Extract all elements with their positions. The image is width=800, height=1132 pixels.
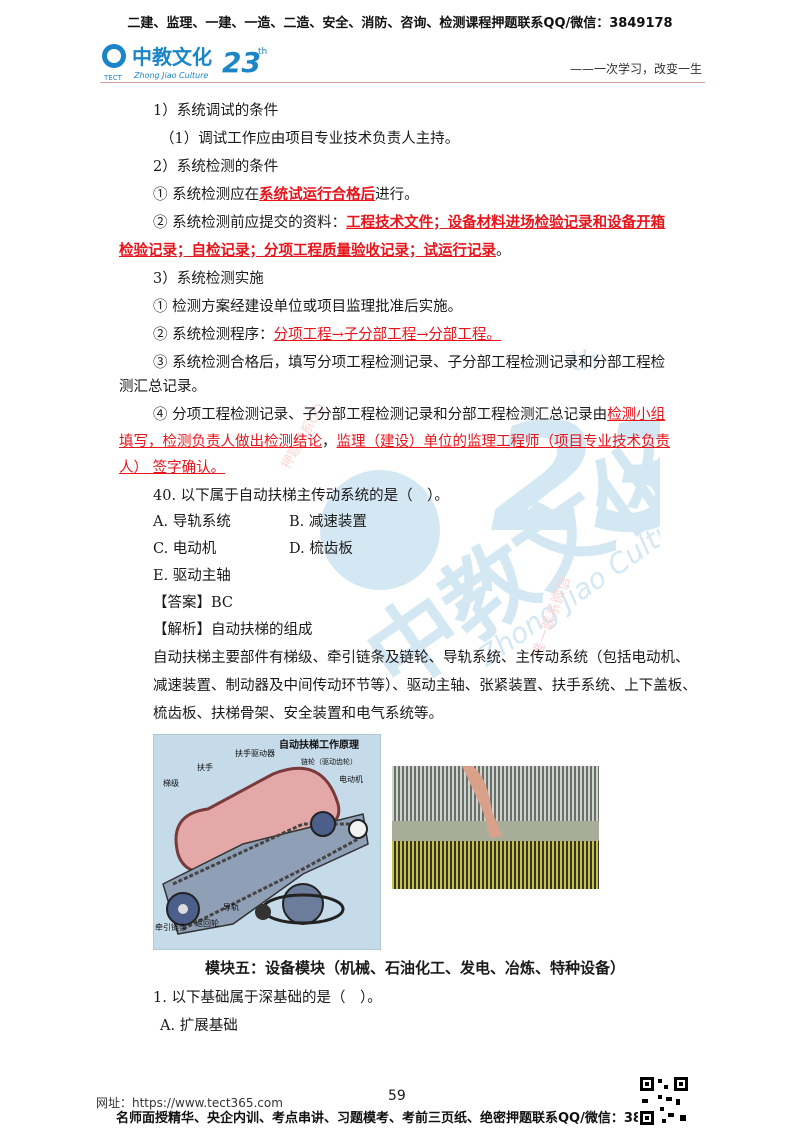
question-1-option-a: A. 扩展基础 [160,1018,238,1034]
svg-text:23: 23 [222,46,261,79]
question-1: 1. 以下基础属于深基础的是（ ）。 [153,990,382,1006]
analysis-paragraph-2: 减速装置、制动器及中间传动环节等）、驱动主轴、张紧装置、扶手系统、上下盖板、 [153,678,697,694]
svg-text:电动机: 电动机 [339,774,363,784]
impl-step-1: ① 检测方案经建设单位或项目监理批准后实施。 [153,299,463,315]
footer-url[interactable]: 网址：https://www.tect365.com [96,1096,283,1110]
escalator-diagram: 自动扶梯工作原理 扶手驱动器 扶手 梯级 链轮（驱动齿轮） 电动机 牵引链条 返… [152,733,382,951]
footer-contact: 名师面授精华、央企内训、考点串讲、习题模考、考前三页纸、绝密押题联系QQ/微信：… [116,1111,688,1126]
analysis-paragraph-3: 梳齿板、扶梯骨架、安全装置和电气系统等。 [153,706,443,722]
impl-step-2: ② 系统检测程序：分项工程→子分部工程→分部工程。 [153,327,501,343]
option-e: E. 驱动主轴 [153,568,231,584]
header-divider [100,82,705,83]
option-c: C. 电动机 [153,541,217,557]
svg-text:梯级: 梯级 [163,778,179,788]
svg-text:导轨: 导轨 [223,902,239,912]
svg-text:扶手: 扶手 [197,762,213,772]
svg-text:TECT: TECT [103,74,123,82]
analysis: 【解析】自动扶梯的组成 [153,622,313,638]
slogan: ——一次学习，改变一生 [570,62,703,76]
question-40: 40. 以下属于自动扶梯主传动系统的是（ ）。 [153,488,449,504]
qr-code-icon [638,1075,690,1127]
option-a: A. 导轨系统 [153,514,231,530]
svg-text:返回轮: 返回轮 [195,918,219,928]
debug-condition-1: （1）调试工作应由项目专业技术负责人主持。 [160,131,460,147]
svg-text:Zhong Jiao Culture: Zhong Jiao Culture [133,71,208,80]
svg-text:唯一联系微信: 唯一联系微信 [530,574,574,658]
detect-condition-2-cont: 检验记录；自检记录；分项工程质量验收记录；试运行记录。 [119,242,511,259]
svg-text:链轮（驱动齿轮）: 链轮（驱动齿轮） [301,757,357,766]
impl-step-4: ④ 分项工程检测记录、子分部工程检测记录和分部工程检测汇总记录由检测小组 [153,407,666,423]
impl-step-4-end: 人） 签字确认。 [119,460,226,476]
svg-text:扶手驱动器: 扶手驱动器 [235,748,275,758]
header-banner: 二建、监理、一建、一造、二造、安全、消防、咨询、检测课程押题联系QQ/微信：38… [127,16,673,31]
option-d: D. 梳齿板 [289,541,353,557]
section-debug-conditions: 1）系统调试的条件 [153,103,279,119]
svg-text:自动扶梯工作原理: 自动扶梯工作原理 [279,738,359,751]
detect-condition-2: ② 系统检测前应提交的资料：工程技术文件；设备材料进场检验记录和设备开箱 [153,214,666,231]
brand-logo: TECT 中教文化 Zhong Jiao Culture 23 th [100,36,275,84]
detect-condition-1: ① 系统检测应在系统试运行合格后进行。 [153,186,419,203]
svg-text:中教文化: 中教文化 [132,45,212,69]
svg-text:th: th [258,47,267,57]
module-heading: 模块五：设备模块（机械、石油化工、发电、冶炼、特种设备） [205,959,626,977]
svg-text:牵引链条: 牵引链条 [155,922,187,932]
section-detect-impl: 3）系统检测实施 [153,271,264,287]
svg-text:中教文化: 中教文化 [348,420,660,712]
impl-step-4-cont: 填写，检测负责人做出检测结论，监理（建设）单位的监理工程师（项目专业技术负责 [119,434,670,450]
answer: 【答案】BC [153,595,234,611]
impl-step-3: ③ 系统检测合格后，填写分项工程检测记录、子分部工程检测记录和分部工程检 [153,355,666,371]
page-number: 59 [388,1088,406,1104]
impl-step-3-cont: 测汇总记录。 [119,379,206,395]
section-detect-conditions: 2）系统检测的条件 [153,159,279,175]
comb-plate-photo [392,766,599,889]
option-b: B. 减速装置 [289,514,367,530]
analysis-paragraph-1: 自动扶梯主要部件有梯级、牵引链条及链轮、导轨系统、主传动系统（包括电动机、 [153,650,690,666]
